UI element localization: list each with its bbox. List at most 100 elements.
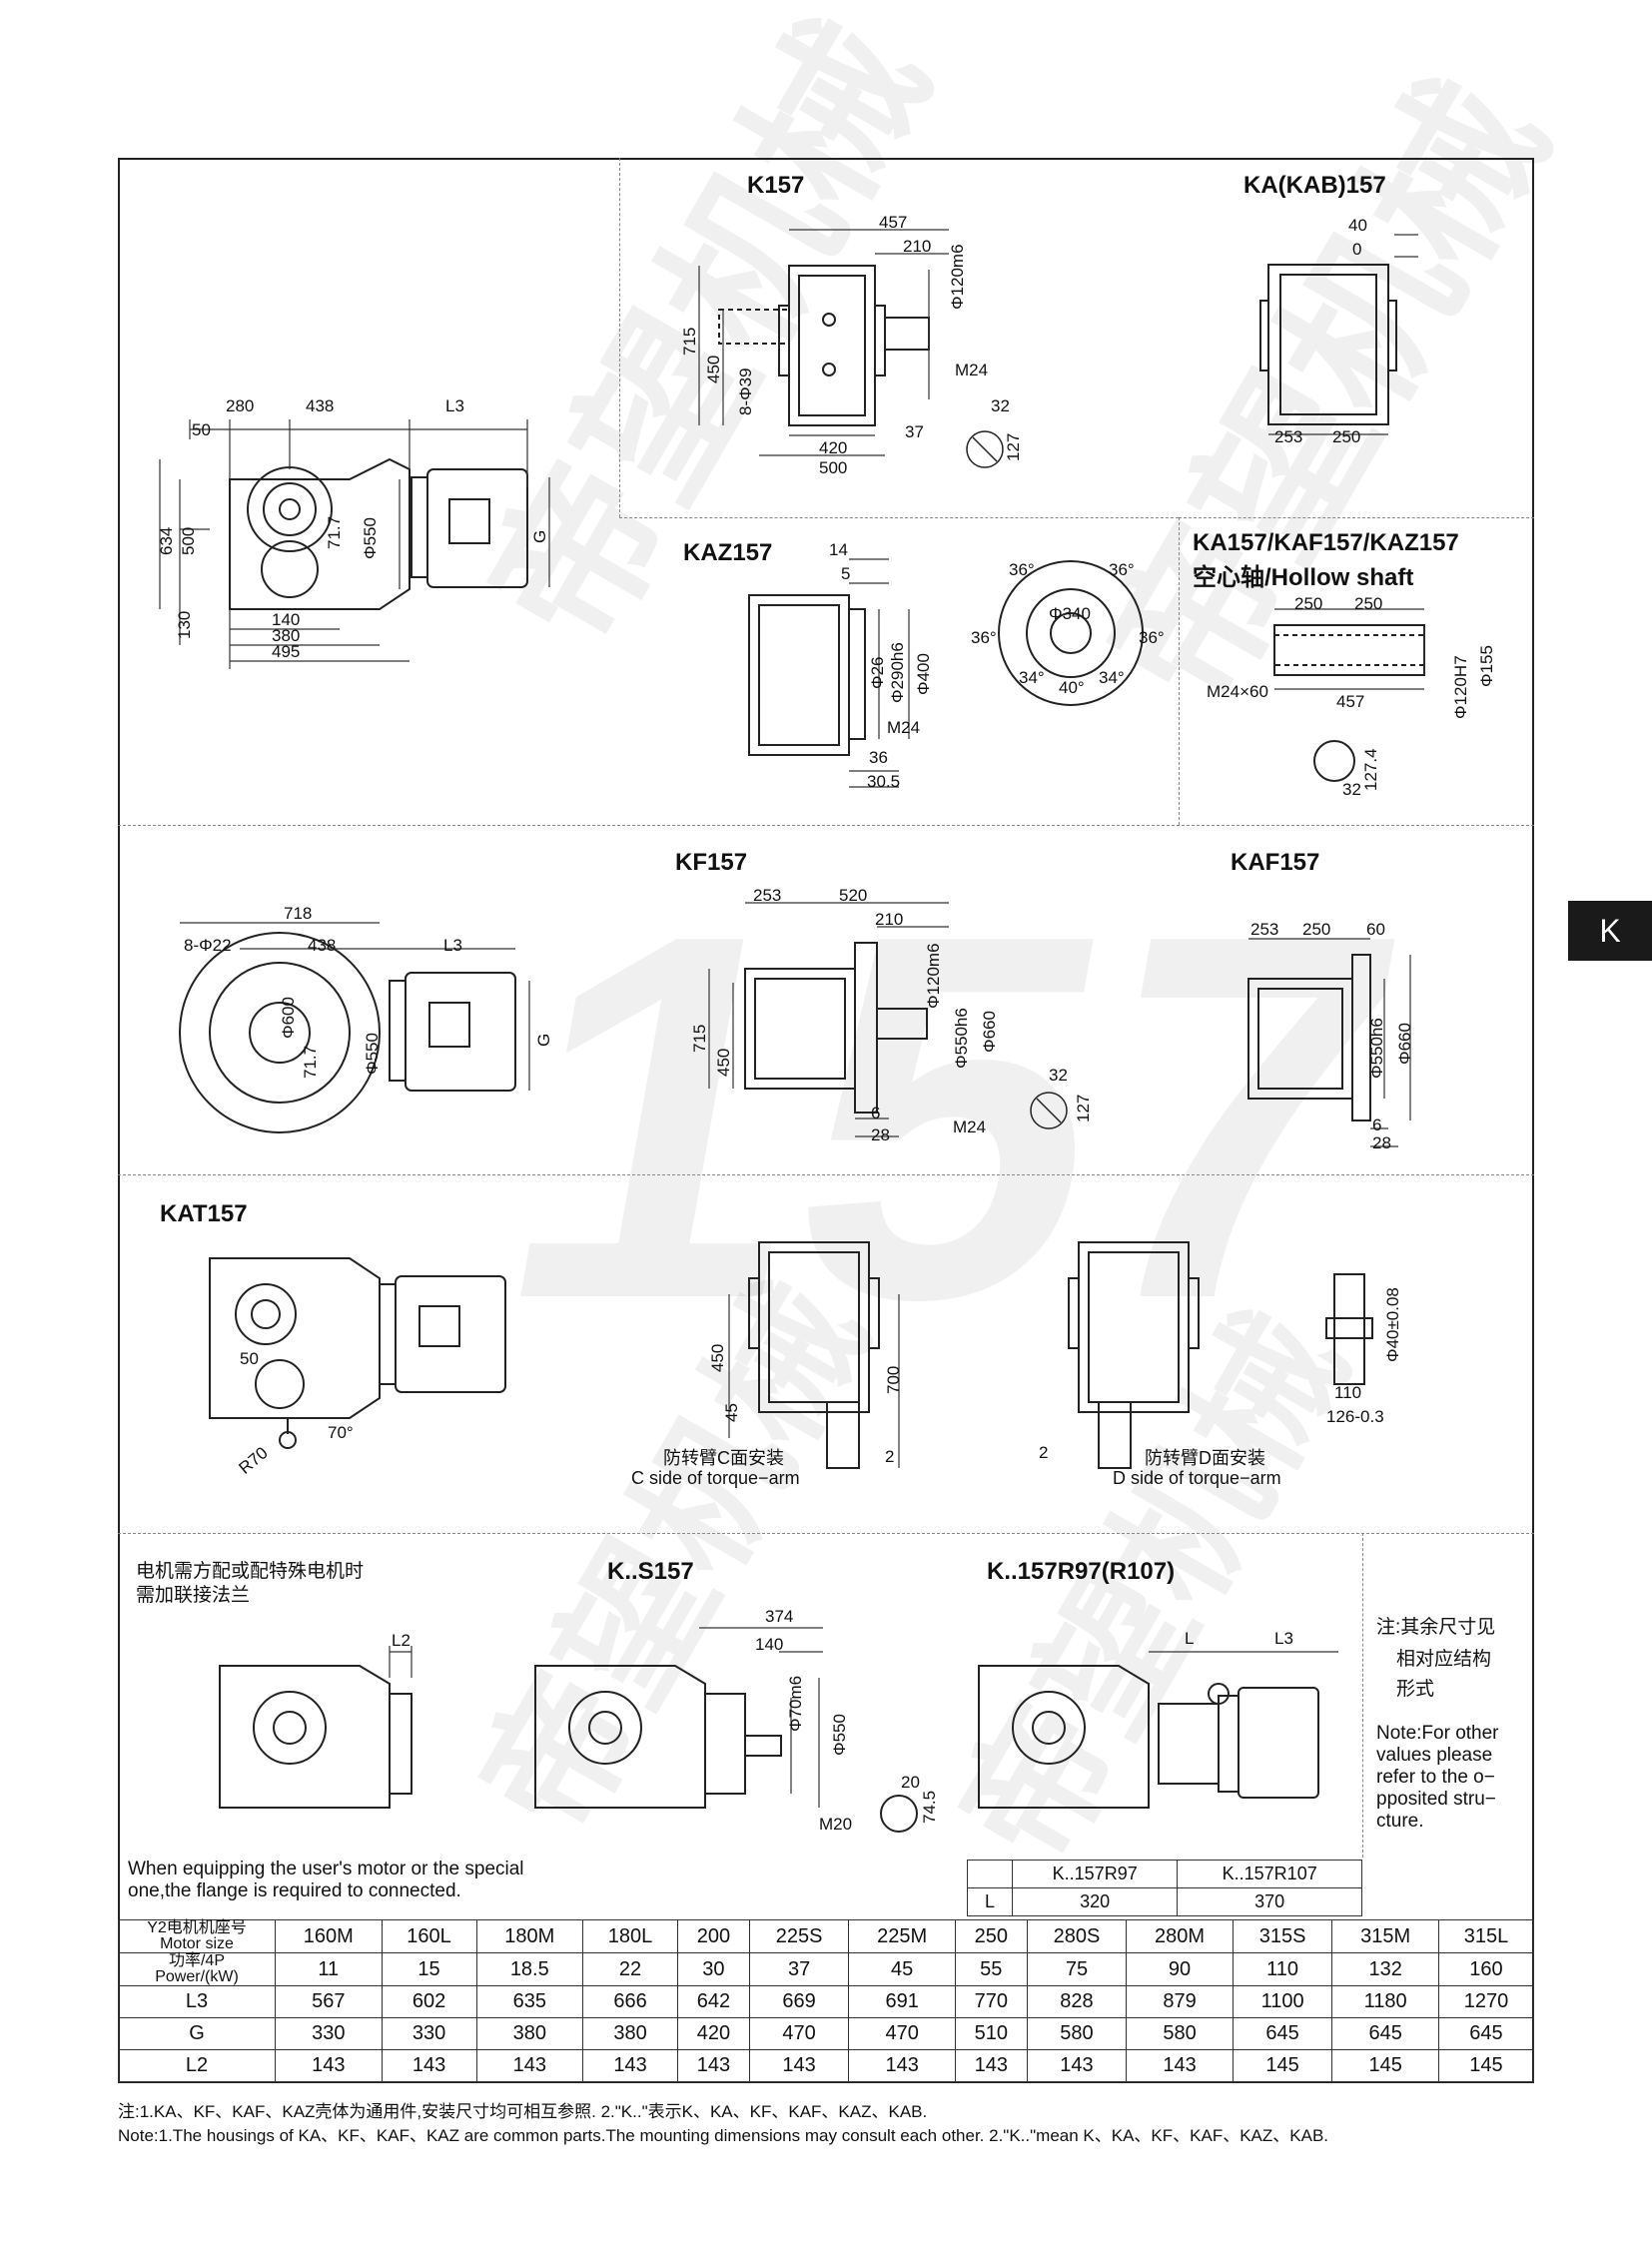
dim-L: L: [1185, 1629, 1195, 1648]
spec-label-size-cn: Y2电机机座号: [147, 1919, 247, 1936]
dim-phi40: Φ40±0.08: [1383, 1287, 1402, 1362]
dim-127: 127: [1004, 432, 1023, 461]
side-note-en-3: refer to the o−: [1376, 1767, 1495, 1788]
spec-power-5: 37: [748, 1952, 850, 1986]
spec-size-4: 200: [677, 1919, 750, 1953]
spec-L3-1: 602: [381, 1985, 477, 2018]
spec-L2-2: 143: [475, 2049, 584, 2082]
dim-250a: 250: [1294, 594, 1323, 613]
spec-L3-12: 1270: [1437, 1985, 1535, 2018]
spec-L2-7: 143: [954, 2049, 1028, 2082]
motor-note-cn-1: 电机需方配或配特殊电机时: [136, 1561, 365, 1582]
dim-715: 715: [680, 327, 699, 356]
dim-a70: 70°: [328, 1423, 354, 1442]
kaz157-flange-svg: [998, 560, 1144, 706]
drawing-ks157: 374 140 Φ70m6 Φ550 20 74.5 M20: [529, 1608, 949, 1838]
r97-value-row: L 320 370: [967, 1887, 1362, 1916]
spec-L2-11: 145: [1331, 2049, 1439, 2082]
drawing-kaz157-flange: 36° 36° 36° 36° Φ340 34° 40° 34°: [971, 549, 1169, 709]
dim-457: 457: [1336, 692, 1365, 711]
side-note-cn-1: 注:其余尺寸见: [1376, 1617, 1496, 1638]
ka157-svg: [1259, 234, 1418, 435]
dim-40: 40: [1348, 216, 1367, 235]
divider-h1b: [1179, 517, 1534, 518]
hollow-svg: [1273, 608, 1425, 782]
dim-a36-1: 36°: [1009, 560, 1035, 579]
motor-note-en-2: one,the flange is required to connected.: [128, 1880, 461, 1901]
r97-row-label: L: [967, 1887, 1013, 1916]
spec-G-7: 510: [954, 2017, 1028, 2050]
spec-power-6: 45: [848, 1952, 956, 1986]
dim-6: 6: [1372, 1116, 1382, 1134]
dim-a34-2: 34°: [1099, 668, 1125, 687]
dim-phi120m6: Φ120m6: [924, 943, 943, 1009]
spec-row-L2: L2 143 143 143 143 143 143 143 143 143 1…: [118, 2049, 1535, 2082]
r97-value-2: 370: [1177, 1887, 1362, 1916]
side-note-en-2: values please: [1376, 1745, 1493, 1766]
motor-note-cn-2: 需加联接法兰: [136, 1585, 251, 1606]
dim-2: 2: [885, 1447, 895, 1466]
dim-L2: L2: [392, 1631, 411, 1650]
drawing-frame: [118, 158, 1534, 2083]
footnote-en: Note:1.The housings of KA、KF、KAF、KAZ are…: [118, 2126, 1329, 2145]
spec-G-10: 645: [1232, 2017, 1333, 2050]
spec-L2-5: 143: [748, 2049, 850, 2082]
kf157-svg: [708, 902, 949, 1137]
dim-32: 32: [1049, 1066, 1068, 1085]
spec-size-1: 160L: [381, 1919, 477, 1953]
title-ks157: K..S157: [607, 1558, 694, 1585]
dim-130: 130: [175, 610, 194, 639]
drawing-ka157: 40 0 253 250: [1248, 215, 1418, 454]
kf157-key-svg: [1030, 1092, 1068, 1129]
kat157-svg: [209, 1257, 506, 1449]
spec-L2-12: 145: [1437, 2049, 1535, 2082]
spec-power-9: 90: [1126, 1952, 1234, 1986]
drawing-hollow-shaft: 250 250 M24×60 457 Φ120H7 Φ155 127.4 32: [1199, 595, 1518, 805]
spec-power-1: 15: [381, 1952, 477, 1986]
dim-M24: M24: [955, 361, 989, 379]
drawing-torque-arm-c: 450 700 45 2: [699, 1238, 939, 1488]
dim-718: 718: [284, 904, 313, 923]
spec-power-2: 18.5: [475, 1952, 584, 1986]
spec-label-power-en: Power/(kW): [155, 1968, 239, 1985]
spec-G-1: 330: [381, 2017, 477, 2050]
dim-holes: 8-Φ39: [736, 368, 755, 415]
spec-size-11: 315M: [1331, 1919, 1439, 1953]
drawing-kaf157: 253 250 60 Φ550h6 Φ660 6 28: [1239, 919, 1428, 1158]
spec-L2-6: 143: [848, 2049, 956, 2082]
divider-h2: [118, 825, 1534, 826]
drawing-motor-flange: L2: [210, 1632, 429, 1828]
dim-250: 250: [1302, 920, 1331, 939]
dim-phi550: Φ550: [830, 1714, 849, 1756]
dim-438: 438: [308, 936, 337, 955]
spec-L3-4: 642: [677, 1985, 750, 2018]
side-tab-k[interactable]: K: [1568, 901, 1652, 961]
dim-phi550h6: Φ550h6: [952, 1008, 971, 1069]
dim-253: 253: [753, 886, 782, 905]
spec-label-size-en: Motor size: [160, 1935, 234, 1952]
dim-a36-4: 36°: [1139, 628, 1165, 647]
spec-row-G: G 330 330 380 380 420 470 470 510 580 58…: [118, 2017, 1535, 2050]
k157-side-svg: [159, 419, 550, 669]
dim-60: 60: [1366, 920, 1385, 939]
dim-457: 457: [879, 213, 908, 232]
dim-M20: M20: [819, 1815, 853, 1834]
side-note-cn-3: 形式: [1396, 1679, 1435, 1700]
drawing-torque-pin: Φ40±0.08 110 126-0.3: [1318, 1264, 1458, 1434]
spec-size-2: 180M: [475, 1919, 584, 1953]
r97-corner: [967, 1860, 1013, 1888]
dim-127: 127: [1074, 1094, 1093, 1122]
spec-size-0: 160M: [275, 1919, 383, 1953]
drawing-kaz157: 14 5 Φ26 Φ290h6 Φ400 M24 36 30.5: [719, 539, 959, 799]
spec-power-12: 160: [1437, 1952, 1535, 1986]
dim-2: 2: [1039, 1443, 1049, 1462]
spec-G-11: 645: [1331, 2017, 1439, 2050]
title-k157: K157: [747, 172, 805, 199]
spec-L2-3: 143: [582, 2049, 679, 2082]
title-hollow-2: 空心轴/Hollow shaft: [1193, 564, 1414, 591]
dim-phi155: Φ155: [1477, 645, 1496, 687]
dim-phi550: Φ550: [363, 1033, 382, 1075]
divider-v3: [1362, 1533, 1363, 1858]
